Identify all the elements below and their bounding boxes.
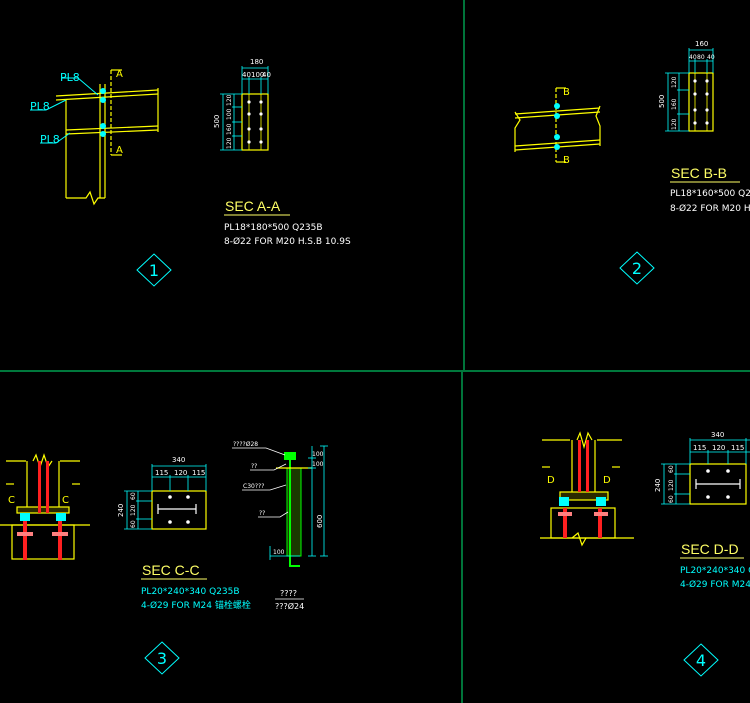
panel-4-detail: D D bbox=[540, 431, 750, 677]
p2-dim-w3: 40 bbox=[707, 54, 715, 61]
p3-anchors bbox=[17, 461, 68, 560]
p4-dim-w2: 120 bbox=[712, 444, 725, 452]
p4-section-title: SEC D-D bbox=[681, 541, 739, 557]
p1-dim-height: 500 bbox=[213, 115, 221, 128]
p3-bolt-caption-1: ???? bbox=[280, 589, 297, 598]
p3-bolt-dim-mid: 100 bbox=[312, 461, 324, 468]
p1-dim-width: 180 bbox=[250, 58, 263, 66]
p4-anchors bbox=[558, 440, 608, 538]
p4-plate-section: 340 115 120 115 240 60 120 60 bbox=[654, 431, 750, 505]
p4-detail-number: 4 bbox=[683, 643, 719, 677]
p1-pl-label-top: PL8 bbox=[60, 71, 80, 84]
p1-pl-label-mid: PL8 bbox=[30, 100, 50, 113]
p3-bolt-note-1: ????Ø28 bbox=[233, 441, 258, 448]
p2-dim-height: 500 bbox=[658, 95, 666, 108]
p3-dim-w2: 120 bbox=[174, 469, 187, 477]
p1-cut-label-bot: A bbox=[116, 145, 123, 156]
p2-detail-number: 2 bbox=[619, 251, 655, 285]
p3-spec-line2: 4-Ø29 FOR M24 锚栓螺栓 bbox=[141, 599, 251, 611]
p3-dim-w3: 115 bbox=[192, 469, 205, 477]
p1-cut-label-top: A bbox=[116, 69, 123, 80]
p1-section-title: SEC A-A bbox=[225, 198, 281, 214]
p4-cut-label-left: D bbox=[547, 475, 555, 486]
p2-dim-h3: 120 bbox=[671, 118, 678, 130]
p4-spec-line2: 4-Ø29 FOR M24 A bbox=[680, 579, 750, 590]
p4-dim-height: 240 bbox=[654, 479, 662, 492]
panel-2-detail: B B 160 40 80 bbox=[514, 40, 750, 285]
p1-dim-h3: 160 bbox=[226, 123, 233, 135]
p3-bolt-dim-top: 100 bbox=[312, 451, 324, 458]
p2-detail-number-text: 2 bbox=[632, 259, 642, 278]
p4-dim-h2: 120 bbox=[668, 479, 675, 491]
p4-dim-h1: 60 bbox=[668, 465, 675, 473]
p2-dim-h1: 120 bbox=[671, 76, 678, 88]
p3-section-title: SEC C-C bbox=[142, 562, 200, 578]
p3-bolt-caption-2: ???Ø24 bbox=[275, 601, 304, 611]
p4-elevation bbox=[540, 431, 634, 547]
p4-detail-number-text: 4 bbox=[696, 651, 706, 670]
p1-detail-number-text: 1 bbox=[149, 261, 159, 280]
p1-pl-label-low: PL8 bbox=[40, 133, 60, 146]
p4-dim-width: 340 bbox=[711, 431, 724, 439]
p3-dim-w1: 115 bbox=[155, 469, 168, 477]
p1-plate-section: 180 40 100 40 500 120 100 160 120 bbox=[213, 58, 271, 151]
p3-spec-line1: PL20*240*340 Q235B bbox=[141, 587, 240, 597]
p1-bolts bbox=[100, 88, 106, 137]
p3-plate-section: 340 115 120 115 240 60 120 60 bbox=[117, 456, 207, 530]
p2-section-title: SEC B-B bbox=[671, 165, 727, 181]
p1-dim-h1: 120 bbox=[226, 94, 233, 106]
p3-dim-h3: 60 bbox=[130, 520, 137, 528]
p2-dim-w2: 80 bbox=[697, 54, 705, 61]
p1-dim-w1: 40 bbox=[242, 71, 251, 79]
p4-dim-w3: 115 bbox=[731, 444, 744, 452]
p4-spec-line1: PL20*240*340 Q bbox=[680, 566, 750, 576]
p4-dim-w1: 115 bbox=[693, 444, 706, 452]
p1-elevation bbox=[55, 69, 159, 206]
p2-cut-label-top: B bbox=[563, 87, 570, 98]
p3-bolt-note-2: ?? bbox=[251, 463, 257, 470]
p4-dim-h3: 60 bbox=[668, 495, 675, 503]
p2-bolts bbox=[554, 103, 560, 150]
p1-detail-number: 1 bbox=[136, 253, 172, 287]
p3-bolt-note-4: ?? bbox=[259, 510, 265, 517]
p2-spec-line1: PL18*160*500 Q235 bbox=[670, 189, 750, 199]
p1-dim-w2: 100 bbox=[251, 71, 264, 79]
p3-bolt-dim-total: 600 bbox=[316, 515, 324, 528]
p3-cut-label-left: C bbox=[8, 495, 15, 506]
p3-dim-h1: 60 bbox=[130, 492, 137, 500]
p2-spec-line2: 8-Ø22 FOR M20 H.S bbox=[670, 203, 750, 214]
p4-cut-label-right: D bbox=[603, 475, 611, 486]
p2-dim-h2: 160 bbox=[671, 98, 678, 110]
p1-dim-h2: 100 bbox=[226, 108, 233, 120]
p3-dim-height: 240 bbox=[117, 504, 125, 517]
p3-bolt-dim-bottom: 100 bbox=[273, 549, 285, 556]
p2-dim-w1: 40 bbox=[689, 54, 697, 61]
p1-dim-h4: 120 bbox=[226, 137, 233, 149]
p2-dim-width: 160 bbox=[695, 40, 708, 48]
p1-spec-line2: 8-Ø22 FOR M20 H.S.B 10.9S bbox=[224, 236, 351, 247]
p1-dim-w3: 40 bbox=[262, 71, 271, 79]
panel-3-detail: C C bbox=[0, 441, 328, 675]
panel-1-detail: PL8 PL8 PL8 A A bbox=[30, 58, 351, 287]
p3-anchor-bolt-detail: ????Ø28 ?? C30??? ?? 100 100 600 100 ???… bbox=[232, 441, 328, 611]
p3-dim-h2: 120 bbox=[130, 504, 137, 516]
p2-cut-label-bot: B bbox=[563, 155, 570, 166]
p1-leaders bbox=[30, 77, 99, 144]
p2-plate-section: 160 40 80 40 500 120 160 120 bbox=[658, 40, 715, 132]
p3-elevation bbox=[0, 453, 90, 560]
p3-detail-number: 3 bbox=[144, 641, 180, 675]
p3-detail-number-text: 3 bbox=[157, 649, 167, 668]
p3-dim-width: 340 bbox=[172, 456, 185, 464]
p1-spec-line1: PL18*180*500 Q235B bbox=[224, 223, 323, 233]
p3-cut-label-right: C bbox=[62, 495, 69, 506]
p3-bolt-note-3: C30??? bbox=[243, 483, 264, 490]
